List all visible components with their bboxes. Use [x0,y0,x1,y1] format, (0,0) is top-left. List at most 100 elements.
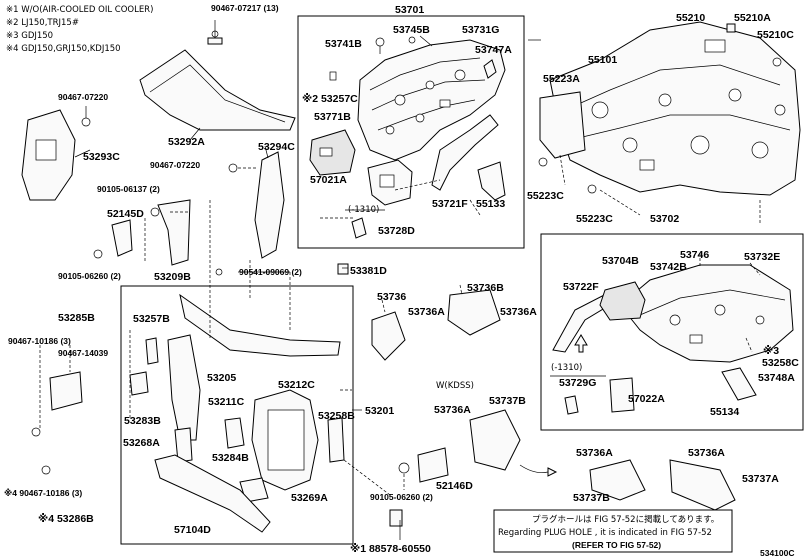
label-53702: 53702 [650,213,679,225]
fender-apron-53701 [357,39,506,161]
group-box-53701 [297,15,525,249]
label-90105-06260a: 90105-06260 (2) [58,271,121,281]
label-90467-14039: 90467-14039 [58,348,108,358]
label-55223C-a: 55223C [527,190,564,202]
label-53258C-mark: ※3 [763,345,779,357]
bumper-reinforcement-57104D [154,454,271,533]
clip-53728D [351,217,367,239]
bracket-52145D [111,219,133,257]
dash-panel-55101 [549,21,801,196]
label-53736A-a: 53736A [408,306,445,318]
label-90541-09069: 90541-09069 (2) [239,267,302,277]
bracket-53284B [224,417,245,449]
label-53736A-d: 53736A [576,447,613,459]
label-53257C: ※2 53257C [302,93,358,105]
seal-53737A [669,459,736,511]
label-90467-07220a: 90467-07220 [58,92,108,102]
label-55210A: 55210A [734,12,771,24]
radiator-support-upper-53292A [139,49,296,131]
label-53721F: 53721F [432,198,468,210]
label-53729G: 53729G [559,377,596,389]
label-55210C: 55210C [757,29,794,41]
label-53212C: 53212C [278,379,315,391]
dimension-top: (-1310) [348,205,379,215]
fasteners-lower-left [31,427,403,527]
bracket-53293C [21,109,76,201]
label-53286B: ※4 53286B [38,513,94,525]
label-53736A-e: 53736A [688,447,725,459]
label-90105-06137: 90105-06137 (2) [97,184,160,194]
bracket-53283B [129,371,149,396]
seal-53736 [371,311,406,361]
up-arrow [574,334,588,353]
label-53737A: 53737A [742,473,779,485]
label-53285B: 53285B [58,312,95,324]
label-53268A: 53268A [123,437,160,449]
label-53737B-a: 53737B [489,395,526,407]
radiator-support-53205 [179,293,341,357]
group-box-53201 [120,285,354,545]
label-53742B: 53742B [650,261,687,273]
note-1: ※1 W/O(AIR-COOLED OIL COOLER) [6,5,153,15]
label-53292A: 53292A [168,136,205,148]
note-2: ※2 LJ150,TRJ15# [6,18,79,28]
label-57104D: 57104D [174,524,211,536]
label-53258B: 53258B [318,410,355,422]
label-55223A: 55223A [543,73,580,85]
label-90467-10186b: ※4 90467-10186 (3) [4,488,82,498]
label-53736: 53736 [377,291,406,303]
label-52146D: 52146D [436,480,473,492]
bracket-53704B [599,281,646,321]
label-53736A-c: 53736A [434,404,471,416]
label-90467-07217: 90467-07217 (13) [211,3,279,13]
bracket-53257B [145,337,159,365]
direction-arrow [519,464,558,477]
label-53745B: 53745B [393,24,430,36]
label-53701: 53701 [395,4,424,16]
label-55133: 55133 [476,198,505,210]
reference-line-2: Regarding PLUG HOLE , it is indicated in… [498,528,712,538]
label-53732E: 53732E [744,251,780,263]
label-57021A: 57021A [310,174,347,186]
bolts-top [329,35,497,81]
label-53731G: 53731G [462,24,499,36]
label-53746: 53746 [680,249,709,261]
label-90105-06260b: 90105-06260 (2) [370,492,433,502]
bracket-55134 [721,367,757,401]
label-53209B: 53209B [154,271,191,283]
label-90467-07220b: 90467-07220 [150,160,200,170]
label-53704B: 53704B [602,255,639,267]
label-53283B: 53283B [124,415,161,427]
label-57022A: 57022A [628,393,665,405]
label-53294C: 53294C [258,141,295,153]
label-53737B-b: 53737B [573,492,610,504]
label-53771B: 53771B [314,111,351,123]
bracket-53268A [174,427,193,463]
label-53258C: 53258C [762,357,799,369]
clips-dash [538,23,782,194]
clip-53729G [564,395,579,415]
label-53211C: 53211C [208,396,245,408]
figure-id: 534100C [760,548,795,558]
apron-bracket-55133 [431,114,506,201]
dimension-bottom: (-1310) [551,363,582,373]
label-53293C: 53293C [83,151,120,163]
label-53257B: 53257B [133,313,170,325]
note-3: ※3 GDJ150 [6,31,53,41]
bracket-57022A [609,377,635,413]
label-53205: 53205 [207,372,236,384]
label-88578-60550: ※1 88578-60550 [350,543,431,555]
label-55210: 55210 [676,12,705,24]
reference-note-box: プラグホールは FIG 57-52に掲載してあります。 Regarding PL… [493,509,733,553]
seal-53737B-kdss [469,409,521,471]
label-53269A: 53269A [291,492,328,504]
fender-apron-53702 [619,264,794,363]
reference-line-3: (REFER TO FIG 57-52) [572,540,661,550]
bracket-53258B [327,417,345,463]
label-53284B: 53284B [212,452,249,464]
label-53201: 53201 [365,405,394,417]
group-box-53702 [540,233,804,431]
radiator-side-53211C [167,334,201,441]
label-53736A-b: 53736A [500,306,537,318]
note-4: ※4 GDJ150,GRJ150,KDJ150 [6,44,121,54]
